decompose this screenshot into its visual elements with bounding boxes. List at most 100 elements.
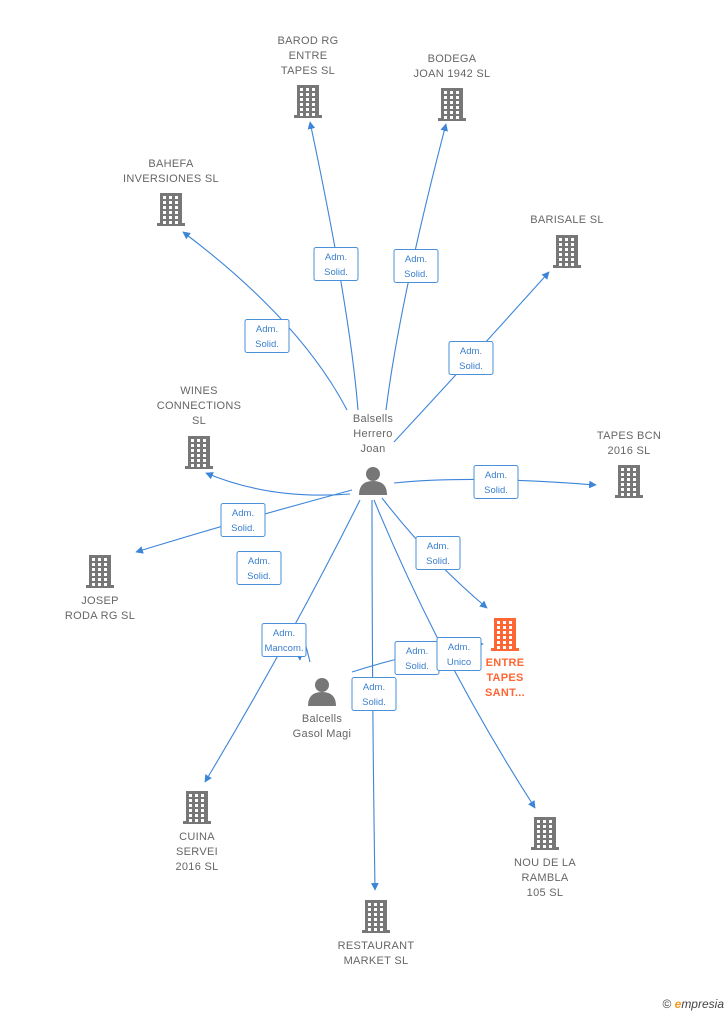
node-label-line: INVERSIONES SL xyxy=(123,173,219,185)
building-icon xyxy=(615,465,643,498)
building-icon xyxy=(294,85,322,118)
company-node[interactable]: BARISALE SL xyxy=(530,214,604,268)
relation-label-line: Adm. xyxy=(448,642,470,653)
relation-label-line: Adm. xyxy=(232,508,254,519)
company-node[interactable]: RESTAURANT MARKET SL xyxy=(338,900,415,967)
building-icon xyxy=(86,555,114,588)
node-label-line: MARKET SL xyxy=(344,955,409,967)
relation-label-line: Mancom. xyxy=(264,643,303,654)
node-label-line: RODA RG SL xyxy=(65,610,135,622)
node-label-line: TAPES BCN xyxy=(597,430,661,442)
building-icon xyxy=(183,791,211,824)
empresia-logo-rest: mpresia xyxy=(681,997,724,1011)
edge-p1-to-c_bodega xyxy=(385,123,448,411)
company-node[interactable]: ENTRE TAPES SANT... xyxy=(485,618,525,699)
building-icon xyxy=(553,235,581,268)
relation-label-c_cuina[interactable]: Adm. Mancom. xyxy=(261,623,307,657)
node-label-line: RAMBLA xyxy=(521,872,568,884)
relation-labels-layer: Adm. Solid. Adm. Solid. Adm. Solid. Adm. Solid.… xyxy=(220,247,519,711)
relation-label-line: Unico xyxy=(447,657,471,668)
relation-label-c_entre[interactable]: Adm. Unico xyxy=(436,637,482,671)
relation-label-line: Solid. xyxy=(362,697,386,708)
node-label-line: SL xyxy=(192,415,206,427)
relation-label-line: Adm. xyxy=(406,646,428,657)
node-label-line: CONNECTIONS xyxy=(157,400,242,412)
relation-label-line: Solid. xyxy=(324,267,348,278)
relation-label-c_restaurant[interactable]: Adm. Solid. xyxy=(351,677,397,711)
node-label-line: 2016 SL xyxy=(607,445,650,457)
relation-label-line: Adm. xyxy=(363,682,385,693)
relation-label-c_wines[interactable]: Adm.Solid. xyxy=(220,503,266,537)
building-icon xyxy=(491,618,519,651)
node-label-line: ENTRE xyxy=(486,657,525,669)
empresia-brand: © empresia xyxy=(662,997,724,1011)
node-label-line: NOU DE LA xyxy=(514,857,576,869)
node-label-line: SERVEI xyxy=(176,846,218,858)
company-node[interactable]: BODEGA JOAN 1942 SL xyxy=(414,53,491,121)
node-label-line: BAHEFA xyxy=(148,158,194,170)
edge-p1-to-c_barod xyxy=(307,121,359,411)
relation-label-line: Adm. xyxy=(485,470,507,481)
relation-label-c_entre[interactable]: Adm. Solid. xyxy=(394,641,440,675)
relation-label-line: Adm. xyxy=(460,346,482,357)
relation-label-line: Adm. xyxy=(427,541,449,552)
node-label-line: TAPES SL xyxy=(281,65,335,77)
company-node[interactable]: NOU DE LA RAMBLA 105 SL xyxy=(514,817,576,899)
relation-label-line: Solid. xyxy=(247,571,271,582)
building-icon xyxy=(185,436,213,469)
relation-label-line: Adm. xyxy=(405,254,427,265)
node-label-line: Herrero xyxy=(353,428,392,440)
node-label-line: SANT... xyxy=(485,687,525,699)
person-icon xyxy=(308,678,336,706)
node-label-line: RESTAURANT xyxy=(338,940,415,952)
relation-label-line: Solid. xyxy=(405,661,429,672)
relation-label-line: Solid. xyxy=(404,269,428,280)
relation-label-line: Adm. xyxy=(273,628,295,639)
relation-label-c_entre[interactable]: Adm. Solid. xyxy=(415,536,461,570)
edge-p1-to-c_wines xyxy=(205,472,351,496)
relation-label-line: Solid. xyxy=(255,339,279,350)
edges-layer xyxy=(135,121,597,891)
node-label-line: BODEGA xyxy=(428,53,477,65)
relation-label-c_barod[interactable]: Adm. Solid. xyxy=(313,247,359,281)
relation-label-line: Solid. xyxy=(426,556,450,567)
node-label-line: JOAN 1942 SL xyxy=(414,68,491,80)
node-label-line: BARISALE SL xyxy=(530,214,604,226)
relation-label-line: Adm. xyxy=(248,556,270,567)
company-node[interactable]: BAROD RG ENTRE TAPES SL xyxy=(277,35,338,118)
node-label-line: 105 SL xyxy=(527,887,564,899)
company-node[interactable]: TAPES BCN 2016 SL xyxy=(597,430,661,498)
relation-label-line: Adm. xyxy=(325,252,347,263)
node-label-line: Gasol Magi xyxy=(293,728,352,740)
building-icon xyxy=(362,900,390,933)
relation-label-line: Solid. xyxy=(459,361,483,372)
node-label-line: Joan xyxy=(360,443,385,455)
node-label-line: Balsells xyxy=(353,413,394,425)
node-label-line: CUINA xyxy=(179,831,215,843)
building-icon xyxy=(438,88,466,121)
relation-label-c_barisale[interactable]: Adm. Solid. xyxy=(448,341,494,375)
relation-label-c_bahefa[interactable]: Adm. Solid. xyxy=(244,319,290,353)
relation-label-line: Solid. xyxy=(484,485,508,496)
node-label-line: ENTRE xyxy=(289,50,328,62)
node-label-line: JOSEP xyxy=(81,595,119,607)
relation-label-c_josep[interactable]: Adm. Solid. xyxy=(236,551,282,585)
node-label-line: BAROD RG xyxy=(277,35,338,47)
person-icon xyxy=(359,467,387,495)
company-node[interactable]: BAHEFA INVERSIONES SL xyxy=(123,158,219,226)
node-label-line: Balcells xyxy=(302,713,343,725)
company-node[interactable]: JOSEP RODA RG SL xyxy=(65,555,135,622)
building-icon xyxy=(157,193,185,226)
node-label-line: TAPES xyxy=(486,672,523,684)
relation-label-c_tapesbcn[interactable]: Adm. Solid. xyxy=(473,465,519,499)
relation-label-c_bodega[interactable]: Adm. Solid. xyxy=(393,249,439,283)
building-icon xyxy=(531,817,559,850)
relation-label-line: Adm. xyxy=(256,324,278,335)
copyright-symbol: © xyxy=(662,997,672,1011)
